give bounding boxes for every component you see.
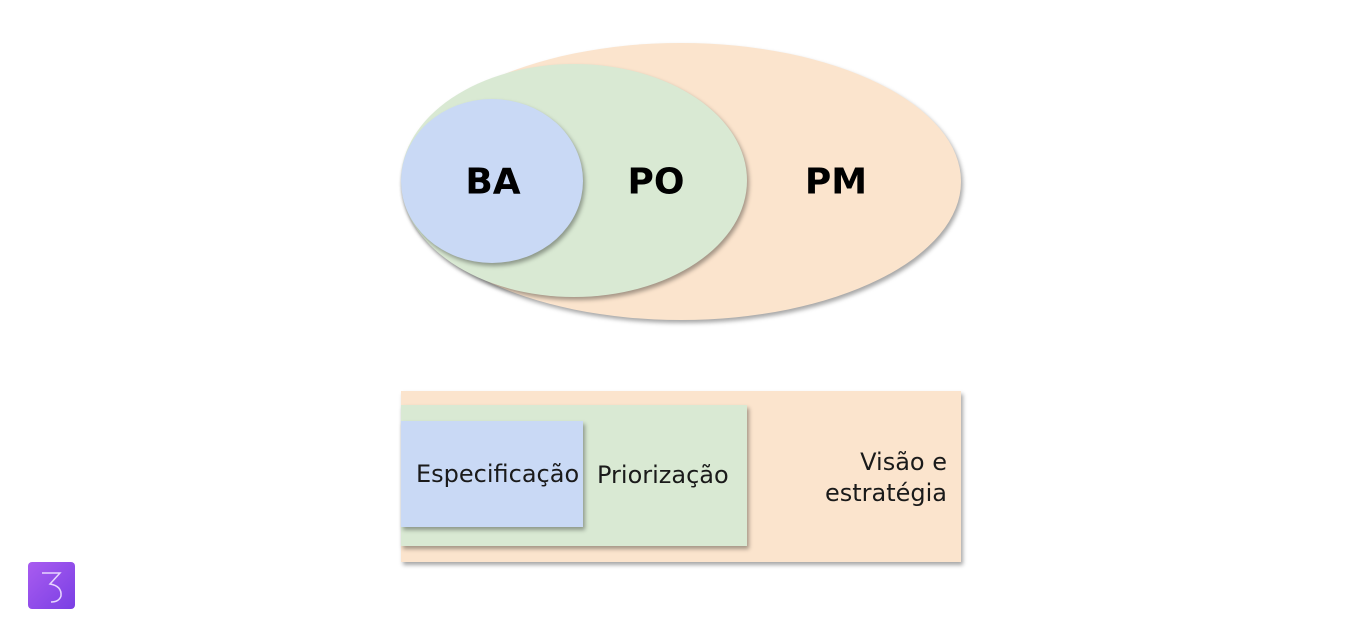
ba-ellipse [401, 99, 583, 263]
pm-box-label-line1: Visão e [860, 448, 947, 476]
logo-mark-icon [42, 572, 62, 603]
ba-box [401, 421, 583, 527]
ba-box-label: Especificação [416, 460, 580, 488]
brand-logo-icon[interactable] [28, 562, 75, 609]
po-box-label: Priorização [597, 461, 729, 489]
pm-box-label: Visão e estratégia [780, 447, 947, 509]
ba-label: BA [465, 161, 521, 203]
pm-box-label-line2: estratégia [824, 479, 947, 507]
pm-label: PM [804, 161, 868, 203]
po-label: PO [627, 161, 685, 203]
